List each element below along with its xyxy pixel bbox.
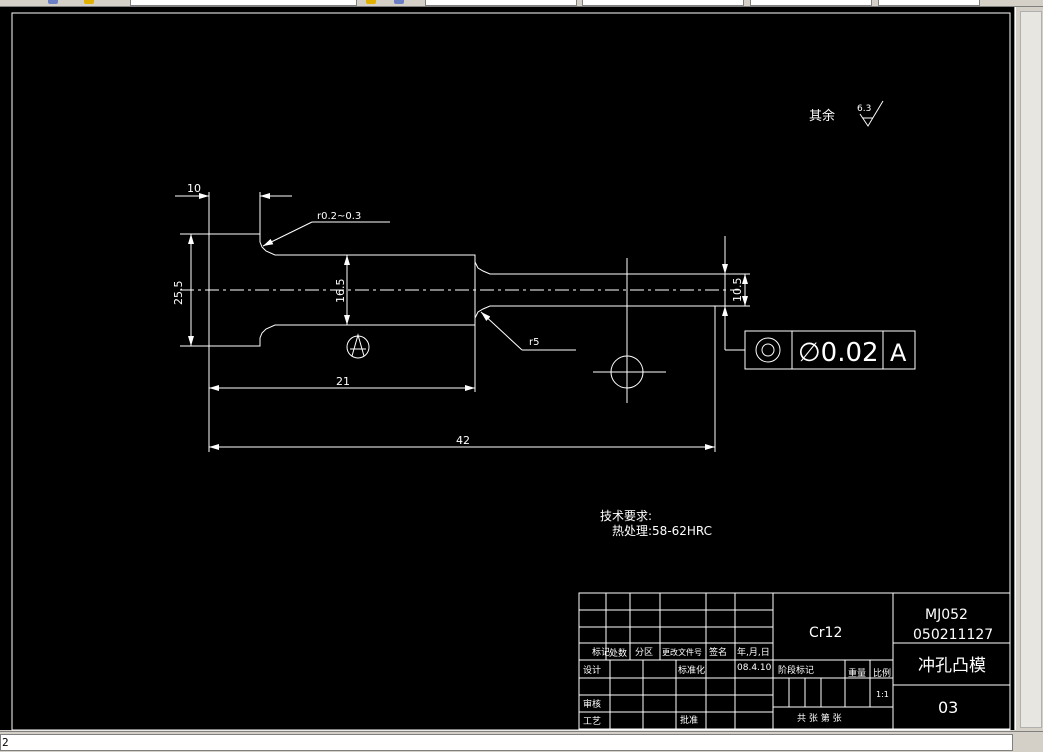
- roughness-symbol-icon: [859, 100, 884, 127]
- dim-10: 10: [187, 182, 201, 195]
- tb-weight: 重量: [848, 667, 866, 679]
- tech-req-line1: 热处理:58-62HRC: [612, 524, 712, 538]
- dim-r5: r5: [529, 337, 539, 348]
- vertical-scrollbar[interactable]: [1015, 7, 1043, 730]
- layer-previous-icon[interactable]: [394, 0, 404, 4]
- dim-16-5: 16.5: [334, 279, 347, 304]
- layer-select[interactable]: [130, 0, 357, 6]
- dim-21: 21: [336, 375, 350, 388]
- tb-code: 050211127: [913, 627, 993, 643]
- dim-r-small: r0.2~0.3: [317, 211, 361, 222]
- tb-date: 年,月,日: [737, 646, 770, 658]
- tb-scale: 比例: [873, 667, 891, 679]
- tb-doc: 更改文件号: [662, 647, 702, 657]
- tb-drawing-no: MJ052: [925, 607, 968, 623]
- tb-scale-value: 1:1: [876, 690, 889, 699]
- surface-note: 其余: [809, 108, 835, 124]
- tb-stage: 阶段标记: [778, 664, 814, 676]
- lightbulb-icon[interactable]: [84, 0, 94, 4]
- dim-42: 42: [456, 434, 470, 447]
- toolbar: [0, 0, 1043, 7]
- dim-10-5: 10.5: [731, 278, 744, 303]
- tb-sheets: 共 张 第 张: [797, 712, 842, 724]
- tb-standard: 标准化: [678, 664, 705, 676]
- command-bar: 2: [0, 731, 1043, 752]
- tb-material: Cr12: [809, 625, 842, 641]
- tb-mark: 标记: [592, 646, 610, 658]
- tb-date-value: 08.4.10: [737, 663, 772, 673]
- tb-part-name: 冲孔凸模: [918, 656, 986, 676]
- linetype-select[interactable]: [582, 0, 744, 6]
- dim-25-5: 25.5: [172, 281, 185, 306]
- tb-sheet-no: 03: [938, 698, 958, 717]
- surface-value: 6.3: [857, 104, 871, 114]
- tech-req-title: 技术要求:: [600, 509, 652, 523]
- command-input[interactable]: 2: [0, 734, 1013, 751]
- tb-design: 设计: [583, 664, 601, 676]
- drawing-border: [11, 12, 1011, 731]
- lineweight-select[interactable]: [750, 0, 872, 6]
- end-view-circle: [593, 258, 666, 403]
- title-block: 标记 处数 分区 更改文件号 签名 年,月,日 设计 标准化 08.4.10 审…: [578, 592, 1011, 730]
- tb-approve: 批准: [680, 714, 698, 726]
- machined-surface-icon: [346, 333, 370, 359]
- datum-label: A: [890, 339, 907, 367]
- layer-icon[interactable]: [48, 0, 58, 4]
- scrollbar-track[interactable]: [1020, 11, 1042, 728]
- tb-process: 工艺: [583, 716, 601, 727]
- tb-sign: 签名: [709, 646, 727, 658]
- tb-count: 处数: [609, 647, 627, 659]
- tolerance-frame: ∅0.02 A: [744, 330, 916, 370]
- concentricity-icon: [755, 337, 781, 363]
- plotstyle-select[interactable]: [878, 0, 980, 6]
- tolerance-value: ∅0.02: [798, 338, 879, 368]
- match-properties-icon[interactable]: [366, 0, 376, 4]
- tb-zone: 分区: [635, 647, 653, 658]
- color-select[interactable]: [425, 0, 577, 6]
- tb-review: 审核: [583, 698, 601, 710]
